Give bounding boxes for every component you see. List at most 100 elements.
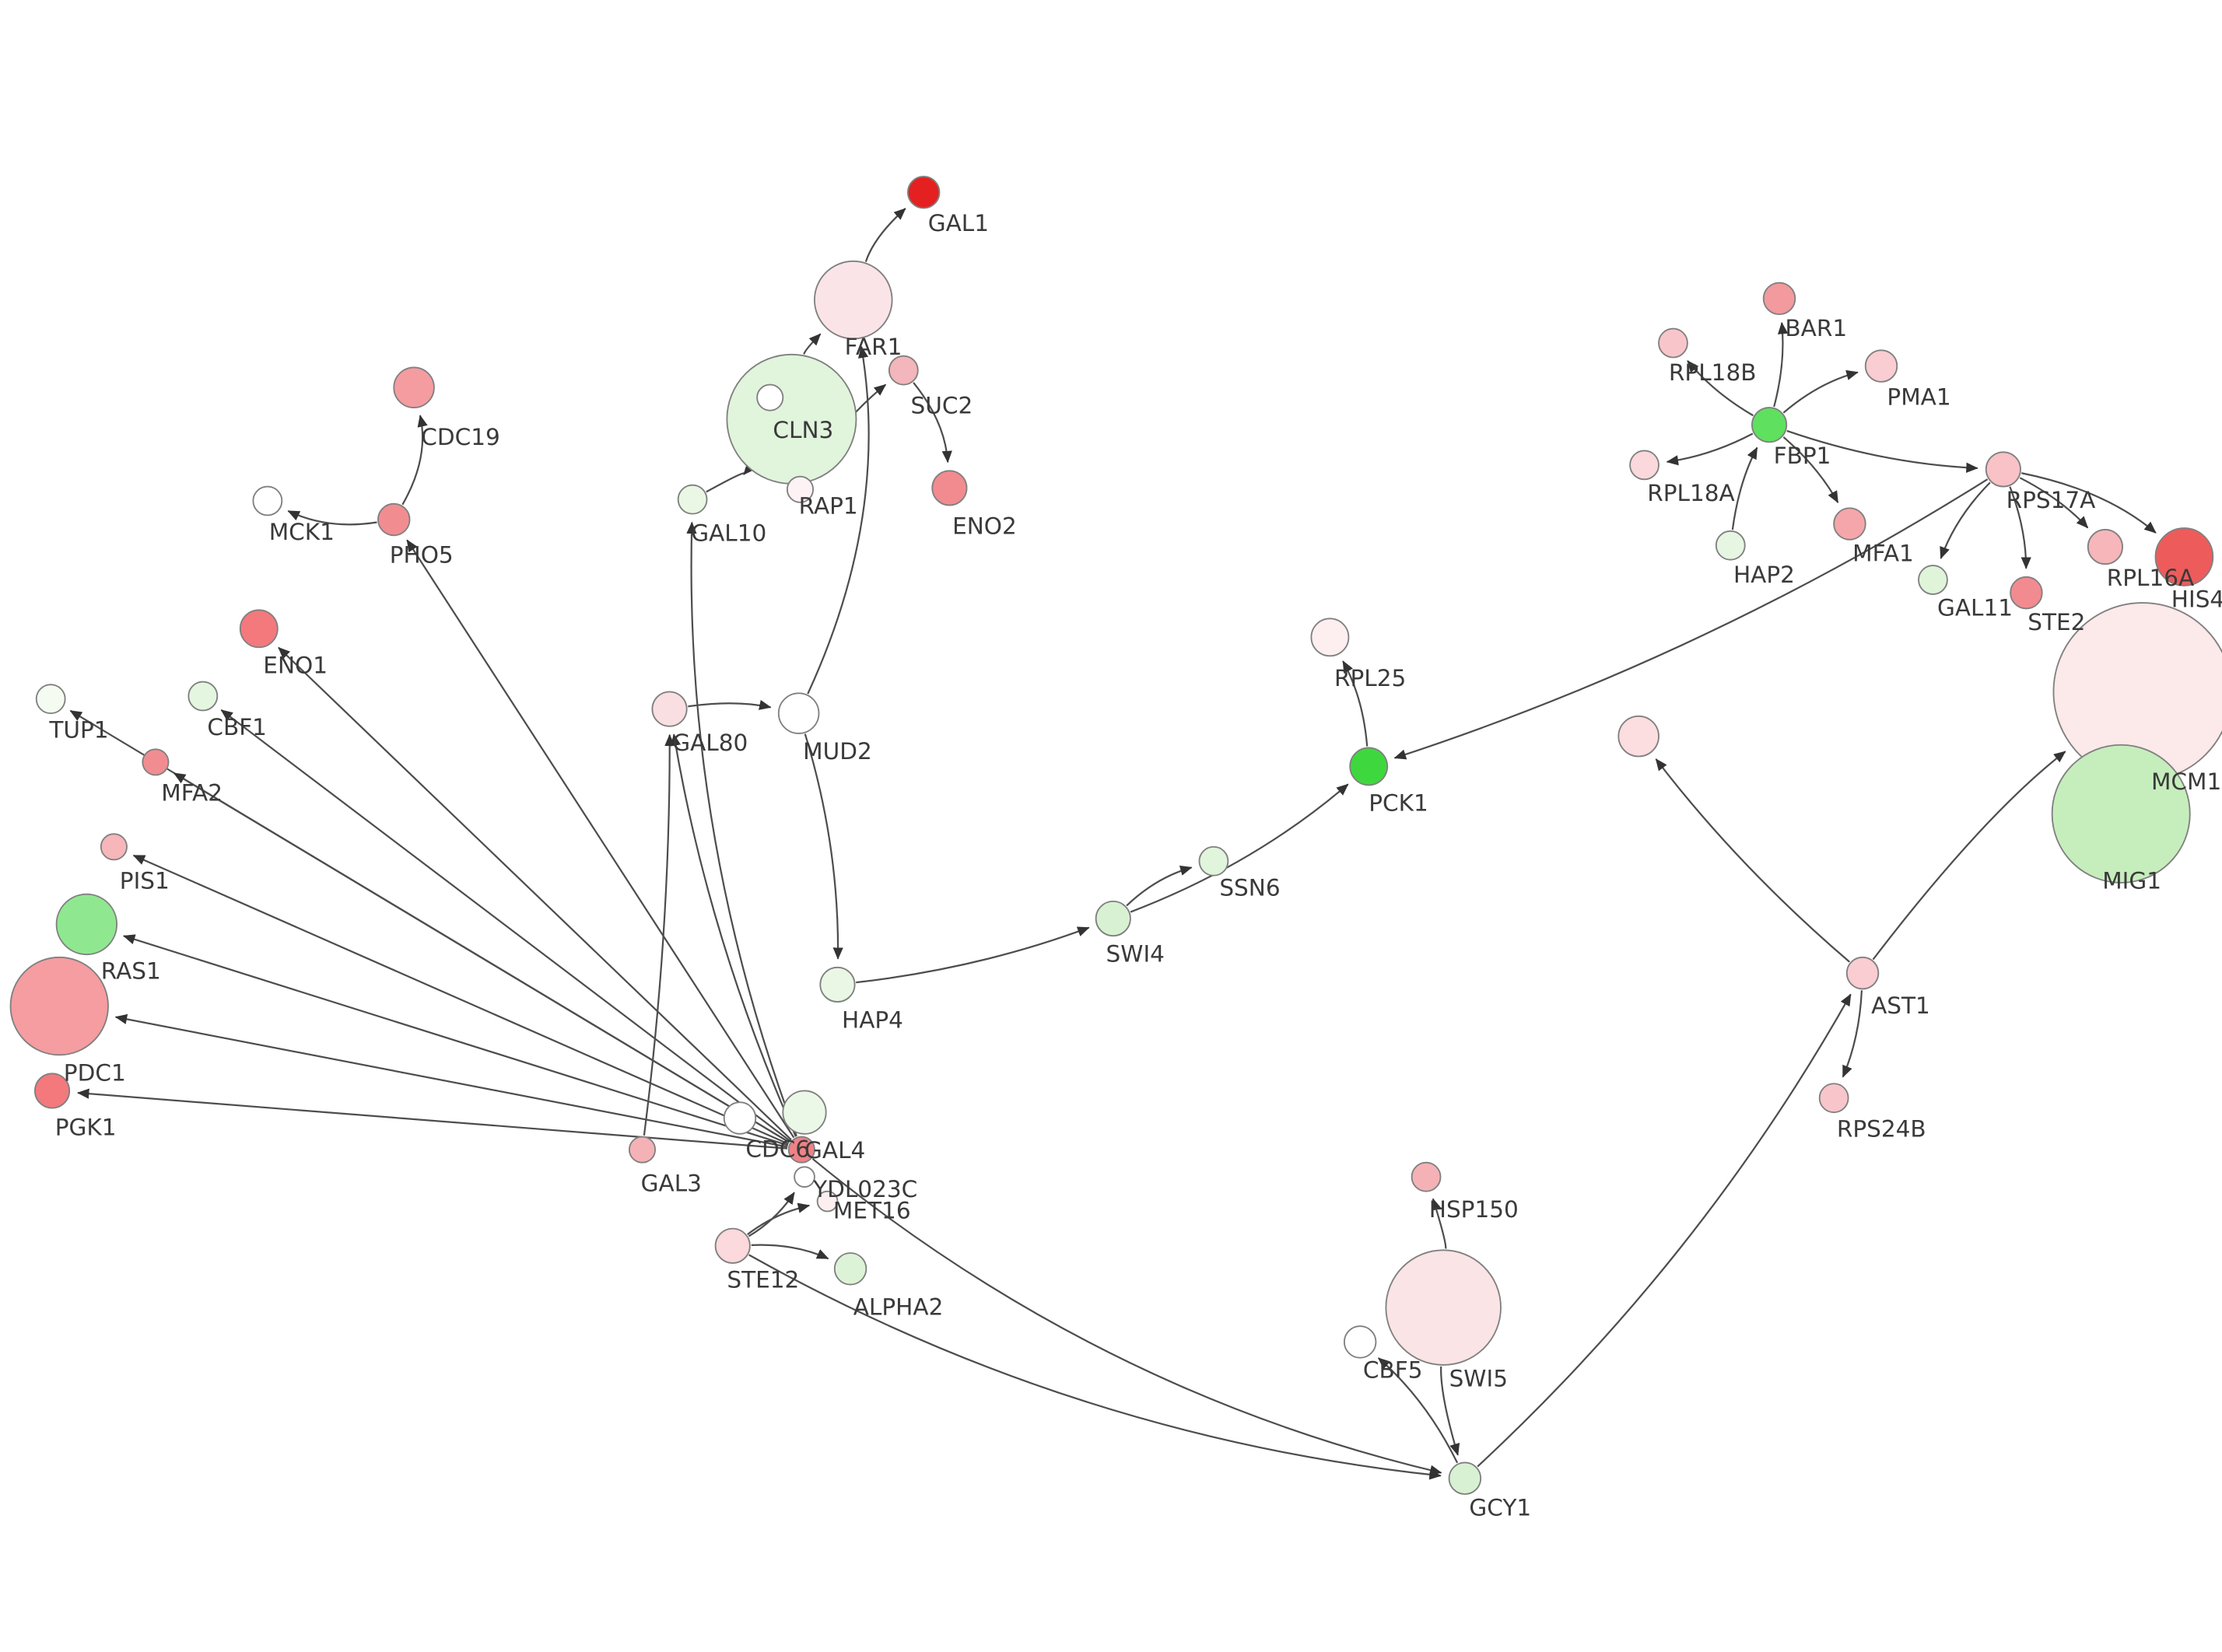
node-PHO5[interactable] [377,502,411,537]
node-ENO2[interactable] [931,470,968,506]
node-FAR1[interactable] [814,260,893,340]
edge-GAL4-ENO1[interactable] [278,646,792,1141]
edge-GAL4-PHO5[interactable] [406,539,795,1139]
edge-GAL4-GAL80[interactable] [670,733,797,1137]
edge-SWI5-HSP150[interactable] [1431,1198,1447,1249]
edge-AST1-UNK2[interactable] [1655,758,1850,963]
node-RPL18A[interactable] [1629,450,1659,481]
edge-RPS17A-GAL11[interactable] [1940,481,1991,559]
node-MET16[interactable] [816,1190,839,1213]
node-GAL11[interactable] [1918,565,1948,595]
edge-RPS17A-STE2[interactable] [2009,486,2031,569]
node-PMA1[interactable] [1864,349,1898,383]
edge-FBP1-RPL18B[interactable] [1687,360,1754,417]
edge-GAL4-PGK1[interactable] [76,1088,787,1150]
node-STE2[interactable] [2010,576,2043,610]
edge-GAL4-RAS1[interactable] [122,934,789,1146]
node-SUC2[interactable] [888,355,919,386]
node-CBF5[interactable] [1343,1325,1377,1359]
edge-RPS17A-PCK1[interactable] [1393,478,1989,760]
edge-GAL4-GCY1[interactable] [811,1158,1442,1475]
edge-SWI4-PCK1[interactable] [1130,783,1349,913]
node-MUD2[interactable] [777,692,820,734]
node-GAL4[interactable] [787,1136,815,1164]
edge-CLN3-FAR1[interactable] [803,333,822,355]
edge-AST1-MCM1[interactable] [1872,751,2066,961]
edge-STE12-GCY1[interactable] [748,1254,1442,1480]
node-HAP2[interactable] [1715,530,1746,561]
node-SWI5[interactable] [1385,1249,1502,1366]
edge-GAL80-MUD2[interactable] [688,699,772,710]
node-ENO1[interactable] [239,609,279,649]
edge-HAP2-FBP1[interactable] [1731,446,1758,530]
node-MFA1[interactable] [1833,507,1866,541]
edge-RPS17A-HIS4[interactable] [2021,472,2157,534]
node-SWI4[interactable] [1095,900,1131,937]
node-AST1[interactable] [1845,956,1880,990]
edge-GAL4-PDC1[interactable] [114,1013,788,1148]
node-RAP1[interactable] [786,475,815,503]
node-CBF1[interactable] [188,681,219,712]
edge-FAR1-GAL1[interactable] [864,208,906,262]
edge-STE12-ALPHA2[interactable] [751,1244,829,1260]
edge-FBP1-RPS17A[interactable] [1786,429,1978,473]
edge-GCY1-AST1[interactable] [1477,993,1852,1468]
edge-AST1-RPS24B[interactable] [1842,990,1863,1078]
edge-GAL4-MFA2[interactable] [173,772,790,1143]
node-RPL18B[interactable] [1658,327,1688,359]
edge-FBP1-BAR1[interactable] [1773,321,1789,408]
node-SSN6[interactable] [1198,845,1229,877]
node-HAP4[interactable] [819,966,856,1003]
edge-PCK1-RPL25[interactable] [1342,660,1369,747]
node-MFA2[interactable] [142,748,170,776]
edge-SWI5-GCY1[interactable] [1440,1366,1460,1456]
edge-RPS17A-RPL16A[interactable] [2019,477,2089,529]
node-UNK2[interactable] [1617,715,1659,758]
edge-GAL10-CLN3[interactable] [706,462,755,493]
node-FBP1[interactable] [1751,407,1788,443]
edge-SUC2-ENO2[interactable] [913,382,952,464]
node-YDL023C[interactable] [794,1166,815,1188]
node-RAS1[interactable] [55,893,118,956]
node-RPL16A[interactable] [2087,529,2123,565]
edge-FBP1-MFA1[interactable] [1782,436,1839,504]
node-HIS4[interactable] [2154,527,2214,586]
edge-MUD2-HAP4[interactable] [804,733,843,960]
node-MIG1[interactable] [2051,744,2191,884]
edge-STE12-MET16[interactable] [747,1202,811,1236]
edge-MUD2-FAR1[interactable] [807,345,870,695]
node-INNER1[interactable] [756,383,784,411]
node-HUBG[interactable] [782,1090,827,1135]
node-RPS24B[interactable] [1818,1083,1849,1114]
node-GAL3[interactable] [628,1136,657,1164]
node-CDC19[interactable] [393,366,435,409]
node-BAR1[interactable] [1762,282,1796,316]
node-RPS17A[interactable] [1985,451,2021,488]
edge-PHO5-MCK1[interactable] [287,509,377,526]
node-GCY1[interactable] [1448,1461,1482,1495]
node-RPL25[interactable] [1310,618,1350,657]
edge-SWI4-SSN6[interactable] [1126,865,1193,907]
node-GAL80[interactable] [651,691,688,727]
node-CDC6[interactable] [723,1101,757,1135]
edge-GAL3-GAL80[interactable] [643,733,675,1136]
edge-FBP1-PMA1[interactable] [1782,369,1859,414]
node-PIS1[interactable] [100,833,128,861]
edge-GCY1-CBF5[interactable] [1377,1357,1459,1464]
edge-FBP1-RPL18A[interactable] [1666,432,1754,466]
edge-HAP4-SWI4[interactable] [856,926,1090,984]
edge-STE12-YDL023C[interactable] [748,1192,795,1237]
edge-GAL4-PIS1[interactable] [132,854,789,1145]
node-TUP1[interactable] [35,684,66,715]
node-MCK1[interactable] [252,485,283,516]
node-ALPHA2[interactable] [833,1252,867,1286]
edge-GAL4-GAL10[interactable] [686,521,797,1137]
node-GAL10[interactable] [677,484,708,515]
node-PCK1[interactable] [1349,747,1389,786]
edge-PHO5-CDC19[interactable] [401,415,428,506]
edge-GAL4-CBF1[interactable] [220,709,791,1142]
node-GAL1[interactable] [906,176,941,209]
node-HSP150[interactable] [1411,1161,1442,1192]
node-PDC1[interactable] [9,956,109,1056]
